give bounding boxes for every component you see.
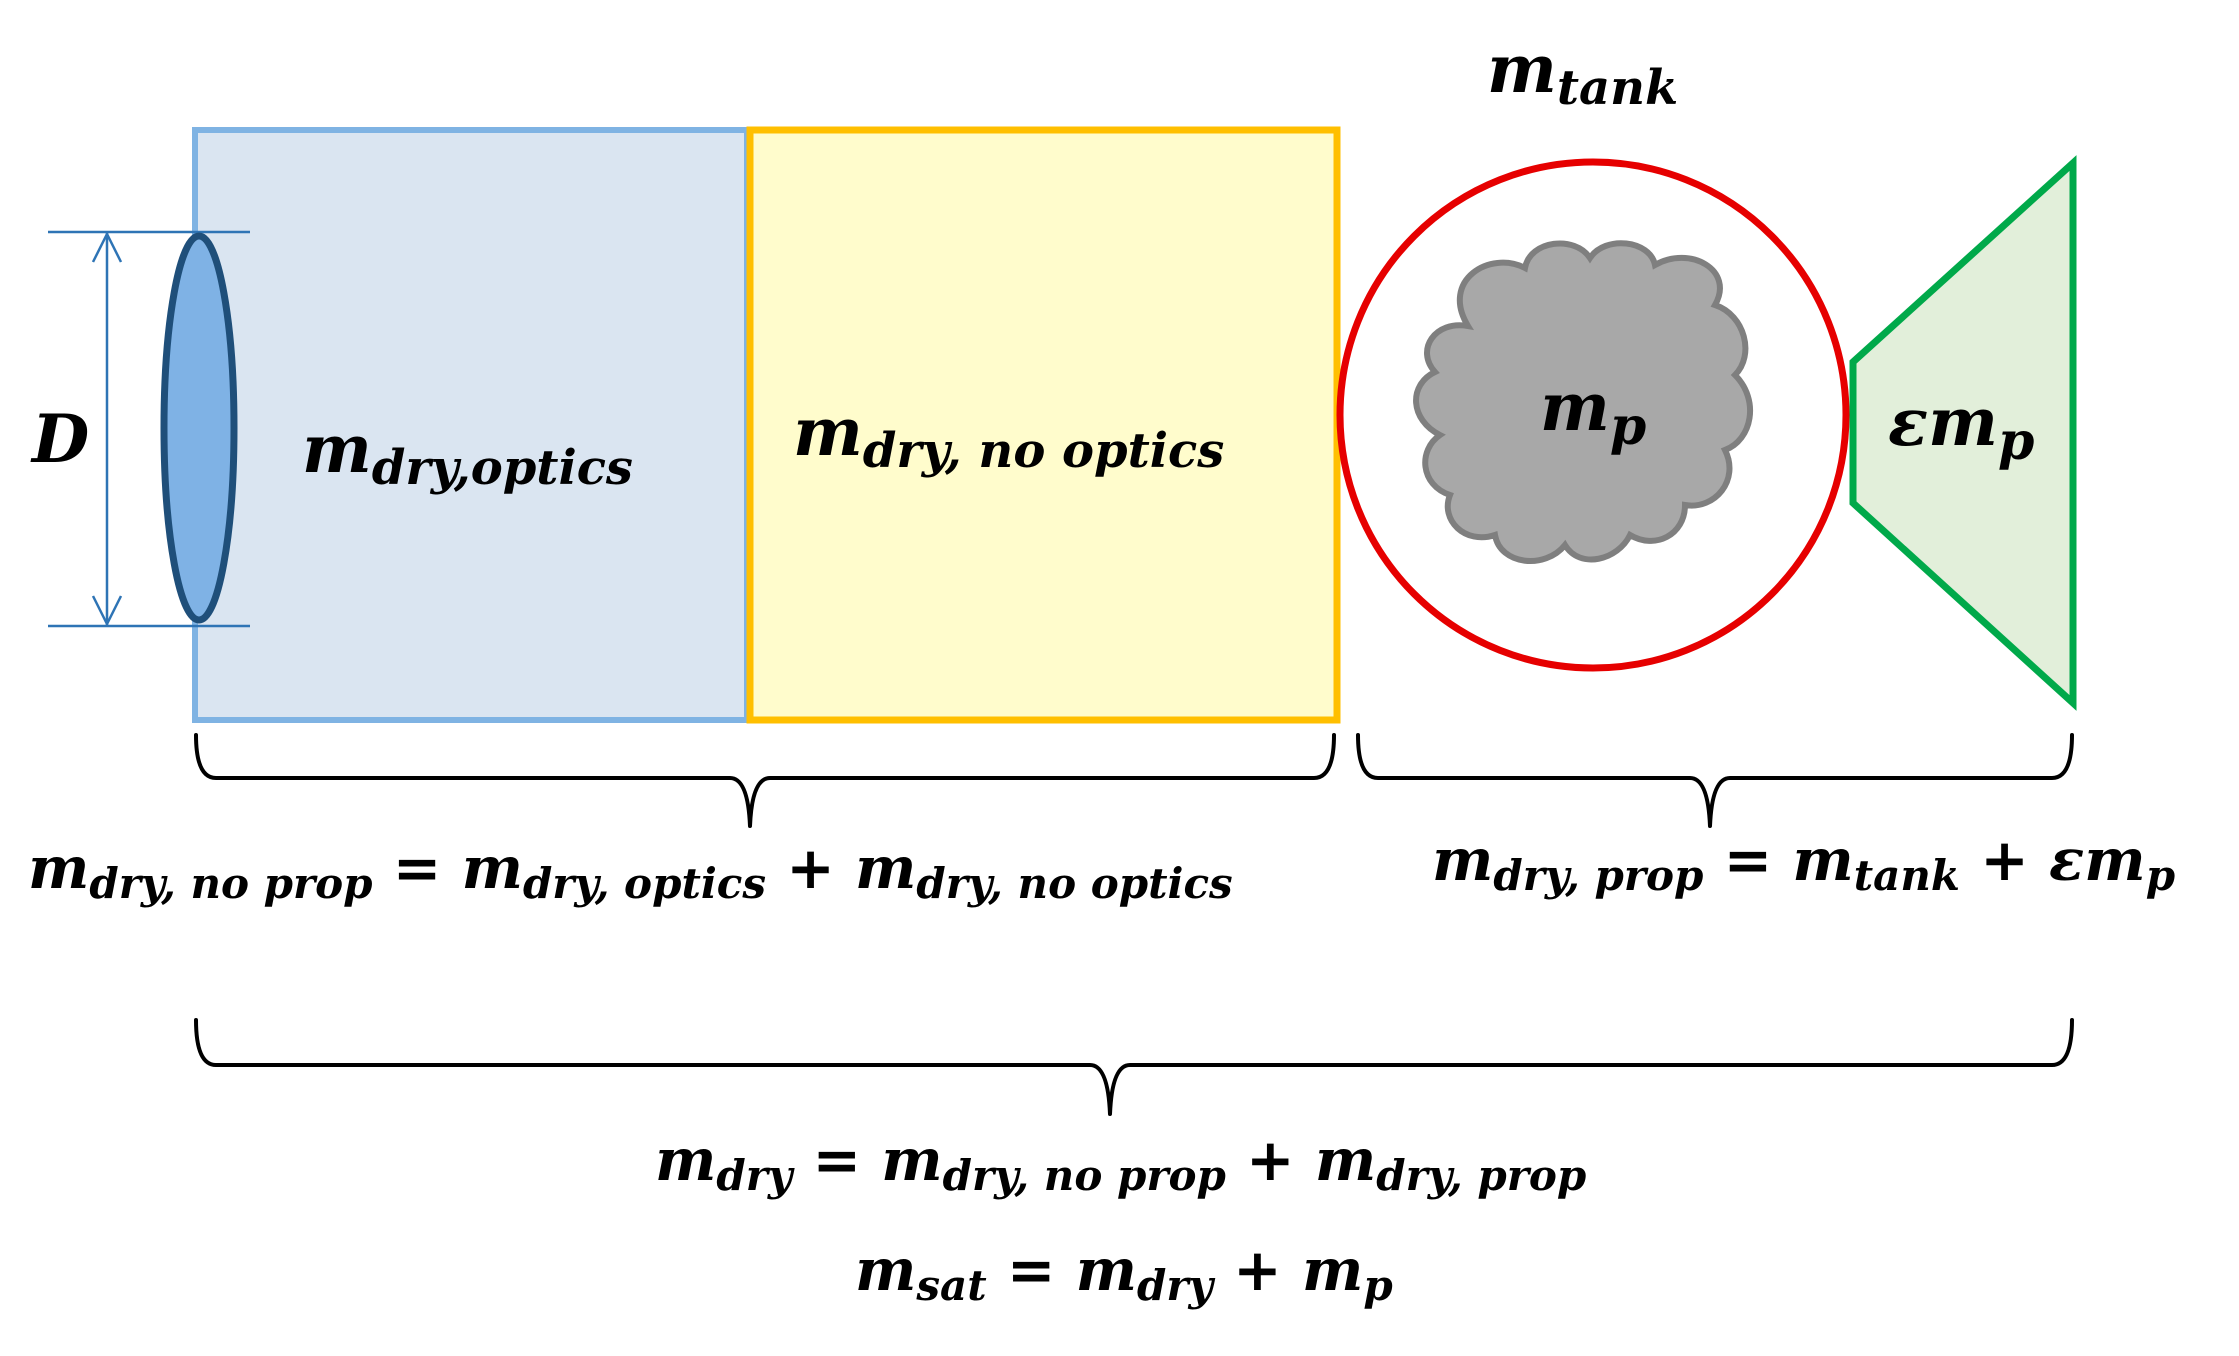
aperture-dimension	[48, 230, 250, 628]
lens-icon	[160, 232, 238, 624]
aperture-label: D	[30, 400, 89, 478]
equation-dry-total: mdry = mdry, no prop + mdry, prop	[655, 1126, 1586, 1204]
svg-text:D: D	[30, 400, 89, 478]
equation-dry-no-prop: mdry, no prop = mdry, optics + mdry, no …	[28, 834, 1233, 912]
nozzle-label: εmp	[1888, 383, 2034, 472]
no-optics-label: mdry, no optics	[793, 393, 1224, 479]
tank-circle	[1336, 158, 1850, 672]
optics-block	[192, 127, 750, 723]
brace-dry-total	[194, 1018, 2074, 1116]
nozzle-cone	[1849, 155, 2077, 711]
propellant-label: mp	[1540, 368, 1646, 457]
optics-label: mdry,optics	[302, 410, 633, 496]
equation-dry-prop: mdry, prop = mtank + εmp	[1432, 826, 2175, 904]
tank-label: mtank	[1487, 30, 1678, 116]
no-optics-block	[746, 126, 1341, 724]
brace-dry-no-prop	[194, 733, 1336, 828]
propellant-cloud	[1413, 240, 1753, 564]
equation-sat-total: msat = mdry + mp	[855, 1236, 1393, 1314]
brace-dry-prop	[1356, 733, 2074, 828]
